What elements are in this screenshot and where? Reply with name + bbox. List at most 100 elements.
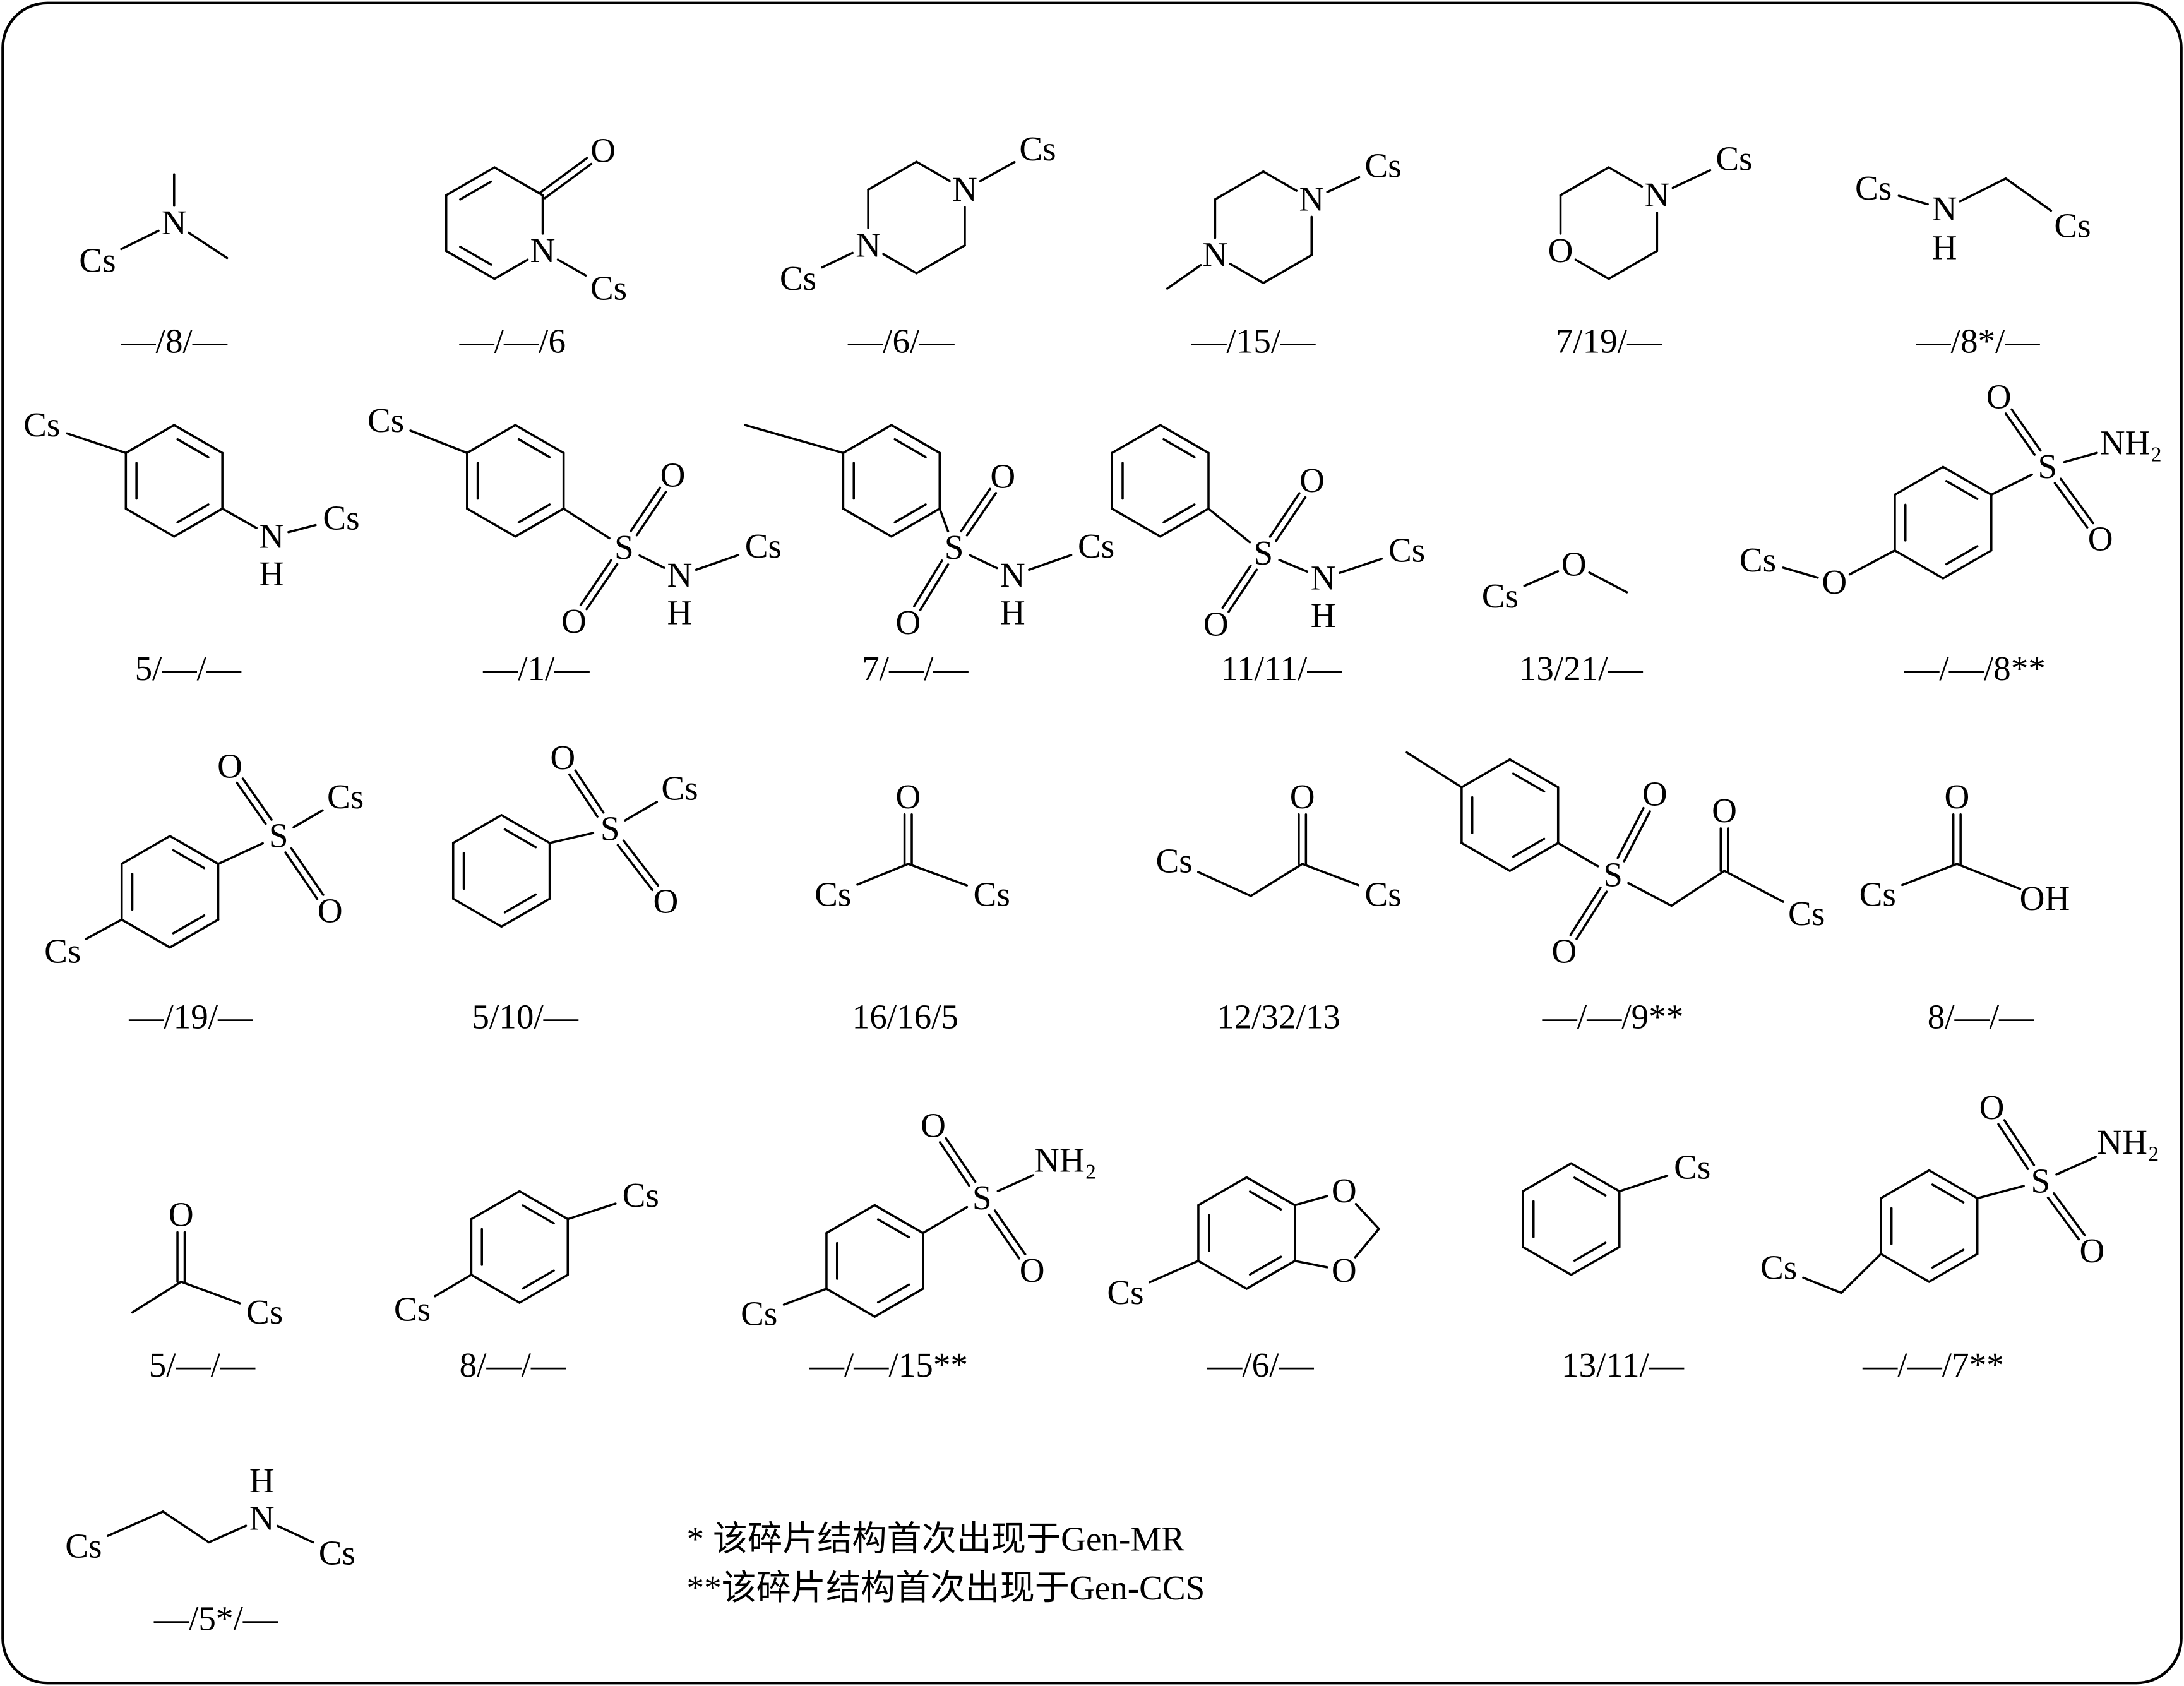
atom-label: Cs [23, 405, 60, 444]
atom-label: O [561, 602, 587, 640]
double-bond [622, 839, 659, 887]
single-bond [1848, 549, 1896, 576]
ring-bond [1460, 842, 1512, 872]
ring-double-bond [522, 1269, 555, 1290]
fragment-count-label: —/—/9** [1542, 997, 1684, 1036]
ring-bond [451, 897, 503, 928]
atom-label: H [1000, 594, 1025, 632]
atom-label: Cs [1107, 1273, 1143, 1312]
double-bond [2053, 482, 2089, 529]
single-bond [131, 1281, 182, 1314]
ring-bond [1111, 507, 1162, 538]
atom-label: H [1932, 229, 1957, 267]
single-bond [1326, 176, 1361, 193]
ring-bond [514, 424, 565, 455]
single-bond [1897, 194, 1929, 206]
ring-bond [1508, 842, 1560, 872]
atom-label: Cs [2054, 206, 2091, 244]
double-bond [284, 851, 319, 900]
atom-label: Cs [1364, 875, 1401, 913]
ring-bond [915, 244, 966, 275]
ring-bond [451, 814, 503, 844]
ring-double-bond [1162, 503, 1196, 523]
single-bond [409, 429, 468, 455]
ring-bond [1229, 263, 1265, 284]
atom-label: O [550, 738, 575, 777]
atom-label: O [1945, 777, 1970, 816]
atom-label: Cs [745, 527, 782, 565]
atom-label: NH₂ [2097, 1123, 2159, 1161]
atom-label: S [1603, 855, 1623, 894]
atom-label: Cs [1760, 1248, 1797, 1286]
atom-label: N [1000, 556, 1025, 594]
ring-bond [445, 249, 496, 280]
ring-double-bond [1945, 545, 1979, 566]
double-bond [1227, 568, 1258, 613]
atom-label: Cs [974, 875, 1010, 913]
single-bond [821, 251, 854, 269]
ring-bond [124, 424, 176, 455]
fragment-count-label: 13/11/— [1561, 1346, 1685, 1384]
atom-label: O [660, 455, 686, 494]
atom-label: Cs [65, 1527, 102, 1565]
ring-double-bond [172, 914, 206, 935]
ring-double-bond [876, 1218, 910, 1239]
ring-bond [169, 918, 220, 949]
ring-bond [470, 1274, 521, 1304]
single-bond [1959, 177, 2007, 203]
ring-double-bond [1573, 1176, 1607, 1197]
fragment-count-label: 8/—/— [1928, 997, 2034, 1036]
single-bond [1339, 558, 1383, 574]
fragment-count-label: —/15/— [1191, 321, 1316, 360]
ring-double-bond [172, 849, 206, 870]
atom-label: NH₂ [1034, 1141, 1097, 1180]
atom-label: O [1822, 563, 1847, 601]
ring-bond [890, 507, 941, 538]
fragment-count-label: 5/—/— [135, 649, 242, 688]
single-bond [1556, 842, 1599, 868]
single-bond [566, 1202, 617, 1221]
double-bond [2004, 412, 2036, 456]
atom-label: O [1979, 1088, 2005, 1127]
ring-bond [1880, 1169, 1931, 1200]
single-bond [292, 809, 324, 828]
atom-label: O [1551, 932, 1577, 971]
fragment-count-label: 5/—/— [149, 1346, 256, 1384]
ring-bond [842, 424, 893, 455]
ring-bond [1942, 549, 1993, 580]
ring-double-bond [459, 246, 492, 266]
fragment-count-label: 12/32/13 [1217, 997, 1340, 1036]
ring-bond [1111, 424, 1162, 455]
double-bond [236, 781, 267, 825]
single-bond [1149, 1260, 1200, 1284]
atom-label: Cs [623, 1176, 659, 1214]
ring-bond [1262, 170, 1298, 192]
fragment-count-label: 16/16/5 [852, 997, 958, 1036]
ring-double-bond [503, 828, 537, 849]
fragment-count-label: —/—/8** [1904, 649, 2046, 688]
ring-double-bond [893, 438, 927, 458]
double-bond [616, 844, 653, 892]
ring-bond [172, 507, 224, 538]
ring-double-bond [1512, 837, 1546, 858]
ring-double-bond [503, 893, 537, 914]
atom-label: N [952, 170, 977, 208]
double-bond [568, 773, 599, 818]
single-bond [188, 231, 229, 260]
atom-label: Cs [590, 269, 627, 308]
ring-bond [120, 918, 171, 949]
ring-bond [1522, 1162, 1573, 1193]
single-bond [287, 523, 317, 534]
double-bond [1275, 496, 1307, 542]
atom-label: Cs [367, 401, 404, 439]
